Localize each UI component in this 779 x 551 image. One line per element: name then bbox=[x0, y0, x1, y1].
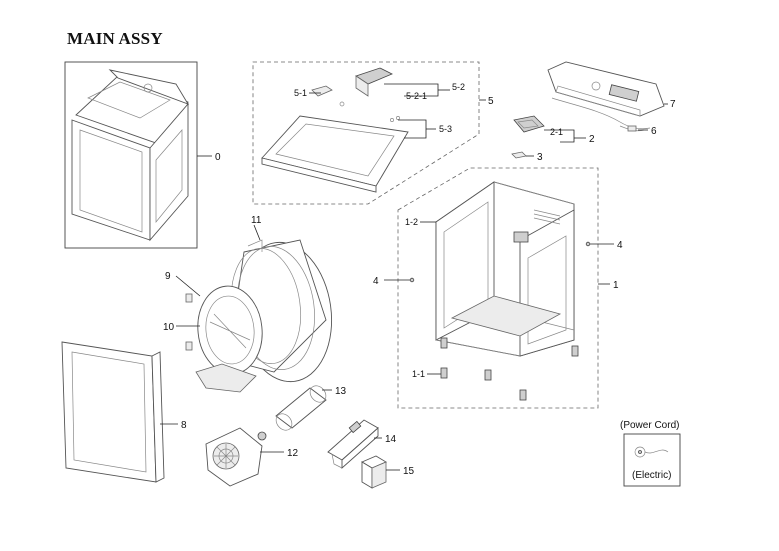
part-0-dryer-assembly[interactable] bbox=[64, 61, 198, 249]
part-15-mounting-bracket[interactable] bbox=[361, 455, 387, 489]
callout-5: 5 bbox=[488, 96, 494, 107]
callout-4-left: 4 bbox=[373, 276, 379, 287]
exhaust-duct-body bbox=[275, 387, 327, 429]
door-panel bbox=[61, 341, 157, 483]
callout-11: 11 bbox=[251, 215, 262, 226]
part-4-screw-left[interactable] bbox=[409, 277, 415, 283]
callout-2: 2 bbox=[589, 134, 595, 145]
part-7-control-panel[interactable] bbox=[547, 61, 665, 130]
callout-5-2-1: 5-2-1 bbox=[406, 91, 427, 101]
part-1-1-leveling-legs[interactable] bbox=[440, 337, 579, 401]
callout-14: 14 bbox=[385, 434, 397, 445]
part-4-screw-right[interactable] bbox=[585, 241, 591, 247]
part-9-front-bracket[interactable] bbox=[185, 283, 266, 377]
callout-5-1: 5-1 bbox=[294, 88, 307, 98]
callout-13: 13 bbox=[335, 386, 347, 397]
page-title: MAIN ASSY bbox=[67, 29, 163, 48]
door-edge bbox=[151, 351, 165, 483]
part-2-pcb-assembly[interactable] bbox=[513, 115, 545, 133]
part-0-frame bbox=[64, 61, 198, 249]
callout-7: 7 bbox=[670, 99, 676, 110]
part-8-door[interactable] bbox=[61, 341, 165, 483]
callout-9: 9 bbox=[165, 271, 171, 282]
callout-5-3: 5-3 bbox=[439, 124, 452, 134]
part-1-cabinet[interactable] bbox=[435, 181, 575, 357]
part-14-heater-assembly[interactable] bbox=[327, 419, 379, 470]
power-cord-box[interactable] bbox=[623, 433, 681, 487]
lint-duct bbox=[195, 363, 257, 393]
callout-1: 1 bbox=[613, 280, 619, 291]
part-5-top-cover[interactable] bbox=[261, 67, 409, 193]
power-cord-icon bbox=[644, 449, 669, 454]
callout-15: 15 bbox=[403, 466, 415, 477]
callout-2-1: 2-1 bbox=[550, 127, 563, 137]
part-3-small-bracket[interactable] bbox=[511, 151, 527, 159]
callout-1-2: 1-2 bbox=[405, 217, 418, 227]
power-cord-label: (Electric) bbox=[632, 470, 671, 481]
callout-3: 3 bbox=[537, 152, 543, 163]
part-13-exhaust-duct[interactable] bbox=[273, 383, 329, 434]
part-12-blower-housing[interactable] bbox=[205, 427, 267, 487]
part-5-1-clip[interactable] bbox=[311, 85, 333, 97]
callout-8: 8 bbox=[181, 420, 187, 431]
control-knob bbox=[591, 81, 601, 91]
callout-4-right: 4 bbox=[617, 240, 623, 251]
callout-6: 6 bbox=[651, 126, 657, 137]
control-panel-wire bbox=[551, 97, 651, 130]
part-1-group-frame bbox=[397, 167, 599, 409]
callout-0: 0 bbox=[215, 152, 221, 163]
control-panel-body bbox=[547, 61, 665, 117]
dryer-front bbox=[71, 119, 151, 241]
callout-10: 10 bbox=[163, 322, 175, 333]
part-10-drum-seal[interactable] bbox=[195, 294, 257, 393]
cabinet-base bbox=[450, 295, 562, 337]
callout-5-2: 5-2 bbox=[452, 82, 465, 92]
power-cord-title: (Power Cord) bbox=[620, 420, 679, 431]
part-5-group-frame bbox=[252, 61, 480, 205]
callout-12: 12 bbox=[287, 448, 299, 459]
control-panel-display bbox=[608, 84, 640, 102]
pcb-board bbox=[513, 115, 545, 133]
callout-1-1: 1-1 bbox=[412, 369, 425, 379]
dryer-lid bbox=[75, 75, 189, 151]
dryer-side bbox=[149, 102, 189, 242]
